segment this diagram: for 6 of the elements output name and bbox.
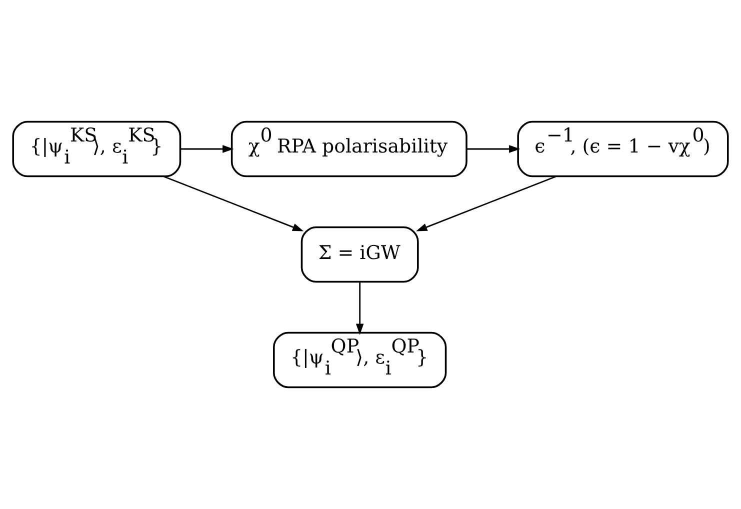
arrow <box>180 145 234 153</box>
arrow <box>163 176 304 232</box>
arrow <box>416 176 556 232</box>
node-box: Σ = iGW <box>300 226 419 283</box>
arrow <box>466 145 520 153</box>
arrow <box>356 282 364 335</box>
